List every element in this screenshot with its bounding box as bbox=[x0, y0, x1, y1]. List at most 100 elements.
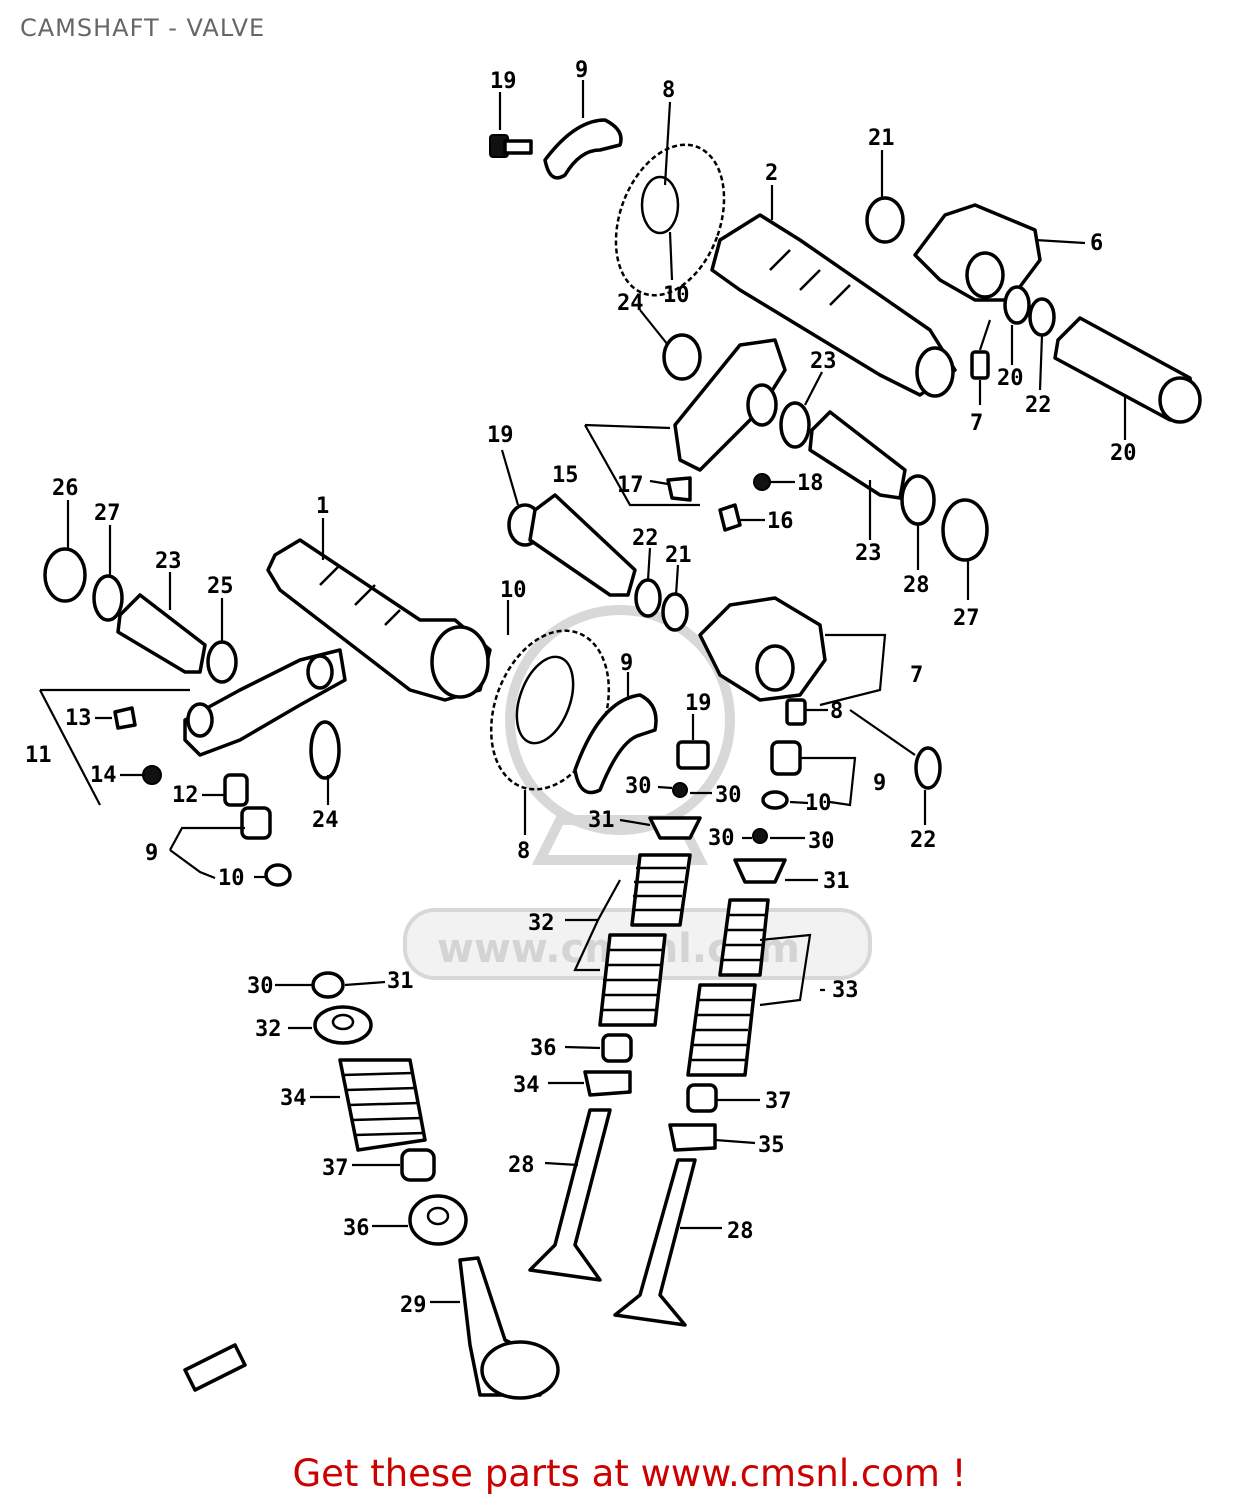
part-16 bbox=[718, 503, 742, 532]
callout-21-top: 20 bbox=[997, 366, 1024, 391]
ring-part-27-right bbox=[900, 474, 936, 526]
ring-part-25 bbox=[206, 640, 238, 684]
rocker-arm-part-11 bbox=[183, 648, 347, 757]
callout-4-top: 9 bbox=[575, 58, 588, 83]
callout-34-left: 32 bbox=[528, 911, 555, 936]
screw-part-17 bbox=[666, 476, 692, 502]
callout-2: 2 bbox=[765, 161, 778, 186]
callout-23-right: 23 bbox=[855, 541, 882, 566]
callout-6-top: 19 bbox=[490, 69, 517, 94]
ring-part-22-middle bbox=[634, 578, 662, 618]
callout-36-b: 35 bbox=[758, 1133, 785, 1158]
holder-bore-7-top bbox=[965, 251, 1005, 299]
pin-part-8-lower bbox=[785, 698, 807, 726]
front-arrow-marker bbox=[183, 1343, 247, 1392]
callout-23-left: 23 bbox=[155, 549, 182, 574]
sprocket-part-3-top bbox=[614, 143, 726, 297]
callout-19-right: 20 bbox=[1110, 441, 1137, 466]
callout-30-b: 30 bbox=[715, 783, 742, 808]
ring-part-21-middle bbox=[661, 592, 689, 632]
callout-21-middle: 21 bbox=[665, 543, 692, 568]
nut-part-14 bbox=[142, 765, 162, 785]
shaft-part-23-left bbox=[116, 593, 207, 674]
callout-10-right: 10 bbox=[805, 791, 832, 816]
callout-8-top: 7 bbox=[970, 411, 983, 436]
callout-35: 34 bbox=[280, 1086, 307, 1111]
parts-diagram: www.cmsnl.com bbox=[25, 58, 1202, 1400]
callout-30-d: 30 bbox=[808, 829, 835, 854]
callout-23-upper: 23 bbox=[810, 349, 837, 374]
spring-part-34-left bbox=[598, 853, 692, 1027]
callout-13: 13 bbox=[65, 706, 92, 731]
callout-12: 12 bbox=[172, 783, 199, 808]
callout-28-b: 28 bbox=[727, 1219, 754, 1244]
callout-29: 29 bbox=[400, 1293, 427, 1318]
holder-bore-7-lower bbox=[755, 644, 795, 692]
cap-part-26-right bbox=[941, 498, 989, 562]
bolt-part-6-top bbox=[489, 134, 533, 158]
callout-36-a: 34 bbox=[513, 1073, 540, 1098]
ring-part-21-top bbox=[1003, 285, 1031, 325]
shim-part-10-right bbox=[761, 790, 789, 810]
shim-part-10-left bbox=[264, 863, 292, 887]
callout-38-a: 36 bbox=[530, 1036, 557, 1061]
callout-32-a: 31 bbox=[588, 808, 615, 833]
callout-4-lower: 9 bbox=[620, 651, 633, 676]
callout-39: 37 bbox=[322, 1156, 349, 1181]
cover-part-4-top bbox=[543, 118, 623, 180]
valve-part-28-a bbox=[528, 1108, 612, 1282]
seat-part-36-a bbox=[583, 1070, 632, 1097]
callout-37: 36 bbox=[343, 1216, 370, 1241]
callout-31-b: 31 bbox=[387, 969, 414, 994]
cotter-part-31 bbox=[311, 971, 345, 999]
callout-32-b: 31 bbox=[823, 869, 850, 894]
valve-head-part-29 bbox=[480, 1340, 560, 1400]
callout-26-right: 27 bbox=[953, 606, 980, 631]
part-12 bbox=[223, 773, 249, 807]
shaft-part-19-top bbox=[1053, 316, 1202, 424]
callout-labels: 19 9 8 2 21 6 10 24 20 22 7 20 23 19 15 … bbox=[25, 58, 1137, 1318]
retainer-part-32-a bbox=[648, 816, 702, 840]
screw-part-13 bbox=[113, 706, 137, 730]
ring-part-23-upper bbox=[779, 401, 811, 449]
shaft-part-19-middle bbox=[507, 493, 637, 597]
spring-part-35 bbox=[338, 1058, 427, 1152]
callout-19-middle: 19 bbox=[487, 423, 514, 448]
callout-20-top: 21 bbox=[868, 126, 895, 151]
callout-3-top: 8 bbox=[662, 78, 675, 103]
pin-part-8-top bbox=[970, 350, 990, 380]
ring-part-27-left bbox=[92, 574, 124, 622]
seal-part-20-lower bbox=[914, 746, 942, 790]
seal-part-38-b bbox=[686, 1083, 718, 1113]
retainer-part-32-b bbox=[733, 858, 787, 884]
seat-part-36-b bbox=[668, 1123, 717, 1152]
callout-30-c: 30 bbox=[708, 826, 735, 851]
callout-6-lower: 19 bbox=[685, 691, 712, 716]
callout-28-a: 28 bbox=[508, 1153, 535, 1178]
callout-30-a: 30 bbox=[625, 774, 652, 799]
cap-part-24-top bbox=[662, 333, 702, 381]
callout-10-left: 10 bbox=[218, 866, 245, 891]
tappet-part-9-left bbox=[240, 806, 272, 840]
cotter-part-30-b bbox=[752, 828, 768, 844]
callout-22-top: 22 bbox=[1025, 393, 1052, 418]
callout-38-b: 37 bbox=[765, 1089, 792, 1114]
seal-part-39 bbox=[400, 1148, 436, 1182]
cap-part-24-lower bbox=[309, 720, 341, 780]
callout-3-lower: 8 bbox=[517, 839, 530, 864]
valve-part-28-b bbox=[613, 1158, 697, 1327]
footer-link[interactable]: Get these parts at www.cmsnl.com ! bbox=[292, 1452, 967, 1495]
callout-7-lower: 7 bbox=[910, 663, 923, 688]
ring-part-22-top bbox=[1028, 297, 1056, 337]
cover-part-4-lower bbox=[573, 693, 658, 795]
callout-7-top: 6 bbox=[1090, 231, 1103, 256]
callout-33: 32 bbox=[255, 1017, 282, 1042]
callout-1: 1 bbox=[316, 494, 329, 519]
callout-11: 11 bbox=[25, 743, 52, 768]
callout-8-lower: 8 bbox=[830, 699, 843, 724]
seal-part-20-top bbox=[865, 196, 905, 244]
nut-part-18 bbox=[753, 473, 771, 491]
seal-part-38-a bbox=[601, 1033, 633, 1063]
callout-25: 25 bbox=[207, 574, 234, 599]
callout-14: 14 bbox=[90, 763, 117, 788]
